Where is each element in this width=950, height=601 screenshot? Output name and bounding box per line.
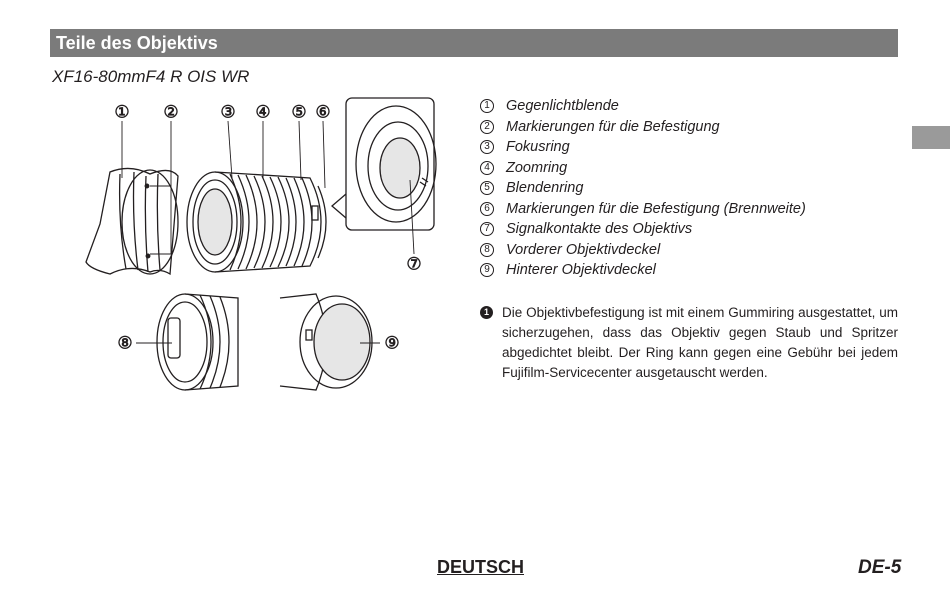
item-number: 1: [480, 99, 494, 114]
callout-5: ⑤: [291, 103, 306, 122]
note-block: 1 Die Objektivbefestigung ist mit einem …: [480, 303, 898, 383]
item-number: 2: [480, 119, 494, 134]
callout-1: ①: [114, 103, 129, 122]
lens-hood-drawing: [85, 167, 179, 276]
list-item: 6 Markierungen für die Befestigung (Brenn…: [480, 199, 806, 220]
section-title: Teile des Objektivs: [56, 33, 218, 53]
item-label: Vorderer Objektivdeckel: [506, 241, 661, 258]
list-item: 3 Fokusring: [480, 137, 806, 158]
callout-7: ⑦: [406, 255, 421, 274]
callout-9: ⑨: [384, 334, 399, 353]
item-label: Hinterer Objektivdeckel: [506, 262, 656, 279]
page-number: DE-5: [858, 557, 902, 578]
list-item: 9 Hinterer Objektivdeckel: [480, 260, 806, 281]
lens-mount-drawing: [331, 97, 437, 231]
item-label: Blendenring: [506, 180, 584, 197]
list-item: 2 Markierungen für die Befestigung: [480, 117, 806, 138]
rear-cap-drawing: [279, 293, 373, 391]
list-item: 8 Vorderer Objektivdeckel: [480, 240, 806, 261]
item-label: Markierungen für die Befestigung (Brennw…: [506, 200, 806, 217]
item-label: Markierungen für die Befestigung: [506, 118, 720, 135]
item-label: Signalkontakte des Objektivs: [506, 221, 693, 238]
list-item: 7 Signalkontakte des Objektivs: [480, 219, 806, 240]
item-number: 5: [480, 181, 494, 196]
list-item: 4 Zoomring: [480, 158, 806, 179]
item-number: 9: [480, 263, 494, 278]
item-number: 4: [480, 160, 494, 175]
callout-2: ②: [163, 103, 178, 122]
item-number: 6: [480, 201, 494, 216]
footer-language: DEUTSCH: [437, 557, 525, 577]
callout-6: ⑥: [315, 103, 330, 122]
lens-model-title: XF16-80mmF4 R OIS WR: [52, 67, 250, 86]
item-number: 7: [480, 222, 494, 237]
item-number: 3: [480, 140, 494, 155]
chapter-tab: [912, 126, 950, 149]
front-cap-drawing: [156, 293, 239, 391]
item-number: 8: [480, 242, 494, 257]
lens-body-drawing: [186, 171, 327, 273]
list-item: 5 Blendenring: [480, 178, 806, 199]
callout-4: ④: [255, 103, 270, 122]
note-text: Die Objektivbefestigung ist mit einem Gu…: [502, 305, 898, 380]
section-header-bar: Teile des Objektivs: [50, 29, 898, 57]
list-item: 1 Gegenlichtblende: [480, 96, 806, 117]
note-icon: 1: [480, 306, 493, 319]
callout-8: ⑧: [117, 334, 132, 353]
item-label: Gegenlichtblende: [506, 98, 619, 115]
item-label: Zoomring: [506, 159, 568, 176]
callout-3: ③: [220, 103, 235, 122]
item-label: Fokusring: [506, 139, 570, 156]
lens-illustration: ① ② ③ ④ ⑤ ⑥ ⑦ ⑧ ⑨: [85, 97, 437, 391]
